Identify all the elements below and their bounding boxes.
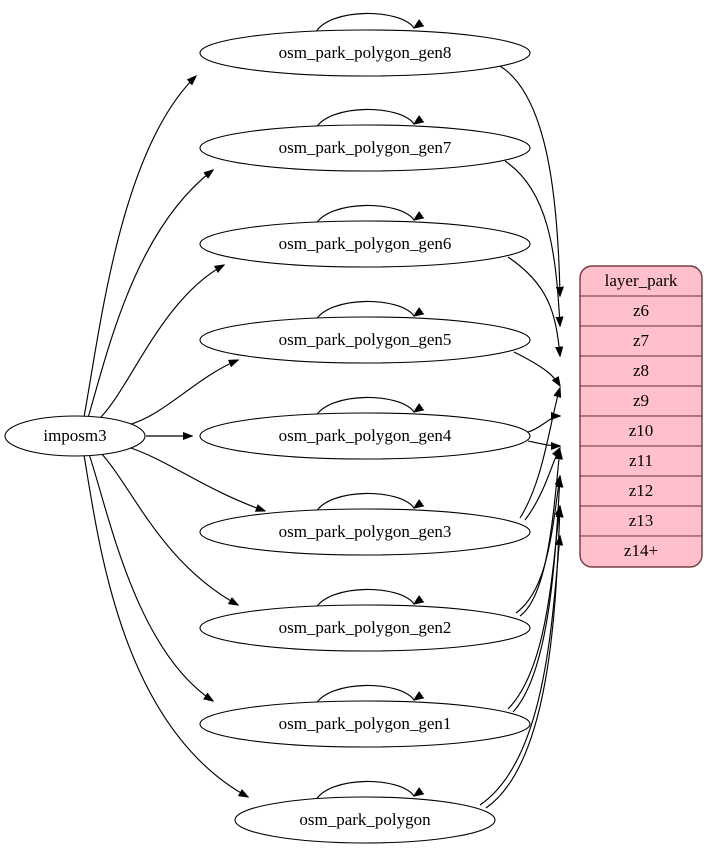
node-gen4-shape[interactable] <box>199 412 531 460</box>
edge-imposm3-to-gen7 <box>87 170 213 419</box>
table-row-z13-label: z13 <box>629 511 654 530</box>
layer-park-table[interactable]: layer_park z6 z7 z8 z9 z10 z11 z12 z13 z… <box>579 265 703 568</box>
edges-to-layer-park <box>479 65 560 809</box>
self-loop-base <box>315 780 414 801</box>
edge-imposm3-to-gen2 <box>99 451 238 605</box>
table-row-z10-cell[interactable] <box>579 415 703 447</box>
table-row-z14-label: z14+ <box>624 541 658 560</box>
self-loop-gen8 <box>315 12 414 33</box>
table-row-z6-label: z6 <box>633 301 649 320</box>
edge-imposm3-to-gen5 <box>127 360 238 426</box>
self-loop-gen5 <box>315 300 414 321</box>
edge-base-to-z13 <box>485 508 560 809</box>
edge-gen2-to-z11 <box>519 450 560 617</box>
edge-imposm3-to-gen3 <box>127 446 265 511</box>
node-base[interactable]: osm_park_polygon <box>234 796 496 844</box>
node-gen5-label: osm_park_polygon_gen5 <box>279 330 452 349</box>
self-loop-gen2 <box>315 588 414 609</box>
edge-gen5-to-z9 <box>513 351 560 386</box>
node-base-shape[interactable] <box>234 796 496 844</box>
edges-from-imposm3 <box>83 76 265 797</box>
table-row-z11-cell[interactable] <box>579 445 703 477</box>
node-gen8[interactable]: osm_park_polygon_gen8 <box>199 29 531 77</box>
self-loop-gen4 <box>315 396 414 417</box>
table-row-z8-label: z8 <box>633 361 649 380</box>
edge-imposm3-to-gen6 <box>97 265 224 421</box>
table-row-z11-label: z11 <box>629 451 653 470</box>
table-header-label: layer_park <box>605 271 678 290</box>
node-gen6-shape[interactable] <box>199 220 531 268</box>
table-row-z9-cell[interactable] <box>579 385 703 417</box>
node-gen1-label: osm_park_polygon_gen1 <box>279 714 452 733</box>
node-gen3-label: osm_park_polygon_gen3 <box>279 522 452 541</box>
self-loop-gen7 <box>315 108 414 129</box>
node-gen5[interactable]: osm_park_polygon_gen5 <box>199 316 531 364</box>
edge-gen4-to-z10 <box>527 416 560 433</box>
node-imposm3[interactable]: imposm3 <box>4 415 146 457</box>
node-imposm3-label: imposm3 <box>43 426 106 445</box>
self-loop-gen3 <box>315 492 414 513</box>
node-gen2-label: osm_park_polygon_gen2 <box>279 618 452 637</box>
table-row-z7-label: z7 <box>633 331 650 350</box>
node-gen7-label: osm_park_polygon_gen7 <box>279 138 452 157</box>
edge-imposm3-to-gen8 <box>83 76 196 418</box>
node-gen4[interactable]: osm_park_polygon_gen4 <box>199 412 531 460</box>
node-gen6[interactable]: osm_park_polygon_gen6 <box>199 220 531 268</box>
edge-gen8-to-z6 <box>499 65 560 296</box>
self-loop-gen6 <box>315 204 414 225</box>
node-gen4-label: osm_park_polygon_gen4 <box>279 426 452 445</box>
table-row-z12-label: z12 <box>629 481 654 500</box>
node-gen2-shape[interactable] <box>199 604 531 652</box>
edge-gen6-to-z8 <box>507 256 560 356</box>
edge-gen1-to-z12 <box>512 478 560 713</box>
self-loop-edges <box>315 12 414 801</box>
table-row-z10-label: z10 <box>629 421 654 440</box>
edge-imposm3-to-base <box>83 454 248 797</box>
node-imposm3-shape[interactable] <box>4 415 146 457</box>
edge-imposm3-to-gen1 <box>88 453 213 701</box>
edge-gen3-to-z9 <box>519 388 560 519</box>
edge-gen7-to-z7 <box>504 160 560 326</box>
table-border <box>579 265 703 568</box>
table-row-z9-label: z9 <box>633 391 649 410</box>
node-gen1[interactable]: osm_park_polygon_gen1 <box>199 700 531 748</box>
node-gen3-shape[interactable] <box>199 508 531 556</box>
node-gen3[interactable]: osm_park_polygon_gen3 <box>199 508 531 556</box>
node-gen1-shape[interactable] <box>199 700 531 748</box>
edge-gen4-to-z11 <box>527 440 560 446</box>
node-gen5-shape[interactable] <box>199 316 531 364</box>
node-gen8-label: osm_park_polygon_gen8 <box>279 43 452 62</box>
node-gen7-shape[interactable] <box>199 124 531 172</box>
node-gen6-label: osm_park_polygon_gen6 <box>279 234 452 253</box>
self-loop-gen1 <box>315 684 414 705</box>
node-base-label: osm_park_polygon <box>299 810 431 829</box>
node-gen2[interactable]: osm_park_polygon_gen2 <box>199 604 531 652</box>
edge-gen2-to-z12 <box>515 476 560 614</box>
node-gen7[interactable]: osm_park_polygon_gen7 <box>199 124 531 172</box>
node-gen8-shape[interactable] <box>199 29 531 77</box>
